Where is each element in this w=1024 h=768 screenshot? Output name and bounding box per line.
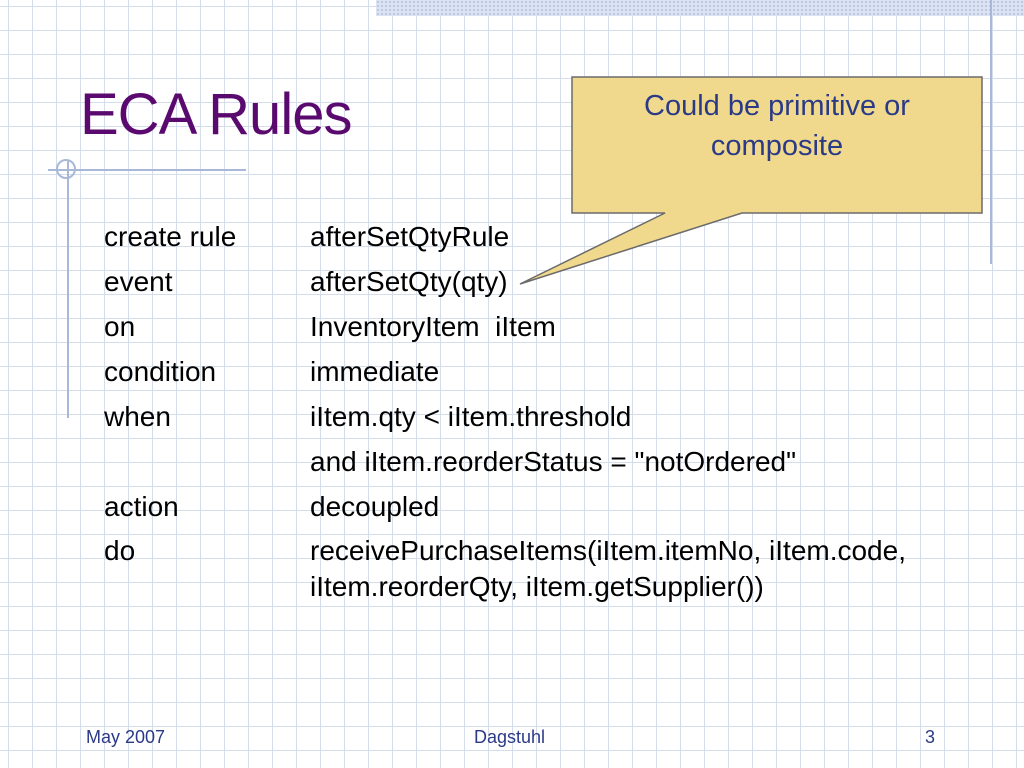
rule-value: afterSetQty(qty): [310, 266, 508, 297]
rule-keyword: [104, 443, 310, 481]
rule-value: receivePurchaseItems(iItem.itemNo, iItem…: [310, 535, 906, 602]
rule-definition-table: create rule afterSetQtyRule event afterS…: [104, 218, 984, 612]
rule-row-condition: condition immediate: [104, 353, 984, 391]
rule-keyword: condition: [104, 356, 217, 387]
rule-value: InventoryItem iItem: [310, 311, 556, 342]
callout-bubble: [519, 76, 983, 285]
footer-date: May 2007: [86, 727, 166, 747]
rule-row-action: action decoupled: [104, 488, 984, 526]
footer-page-number: 3: [925, 727, 936, 747]
rule-keyword: on: [104, 311, 136, 342]
rule-keyword: do: [104, 535, 136, 566]
rule-row-when-continued: and iItem.reorderStatus = "notOrdered": [104, 443, 984, 481]
right-decorative-rule: [990, 0, 992, 264]
left-decorative-rule: [67, 160, 69, 418]
callout-line-1: Could be primitive or: [644, 90, 910, 122]
top-decorative-band: [376, 0, 1024, 16]
rule-value: afterSetQtyRule: [310, 221, 510, 252]
footer-venue: Dagstuhl: [474, 727, 546, 747]
rule-keyword: when: [104, 401, 171, 432]
rule-value: iItem.qty < iItem.threshold: [310, 401, 632, 432]
rule-keyword: create rule: [104, 221, 237, 252]
callout-line-2: composite: [710, 130, 844, 162]
title-underline-rule: [48, 169, 246, 171]
rule-row-on: on InventoryItem iItem: [104, 308, 984, 346]
rule-row-do: do receivePurchaseItems(iItem.itemNo, iI…: [104, 533, 984, 605]
rule-row-create-rule: create rule afterSetQtyRule: [104, 218, 984, 256]
callout-text: Could be primitive or composite: [572, 86, 982, 166]
rule-keyword: event: [104, 266, 173, 297]
rule-keyword: action: [104, 491, 179, 522]
rule-row-when: when iItem.qty < iItem.threshold: [104, 398, 984, 436]
rule-value: decoupled: [310, 491, 440, 522]
slide-title: ECA Rules: [80, 82, 352, 147]
crosshair-circle-icon: [56, 159, 76, 179]
rule-row-event: event afterSetQty(qty): [104, 263, 984, 301]
rule-value: immediate: [310, 356, 440, 387]
rule-value: and iItem.reorderStatus = "notOrdered": [310, 446, 797, 477]
